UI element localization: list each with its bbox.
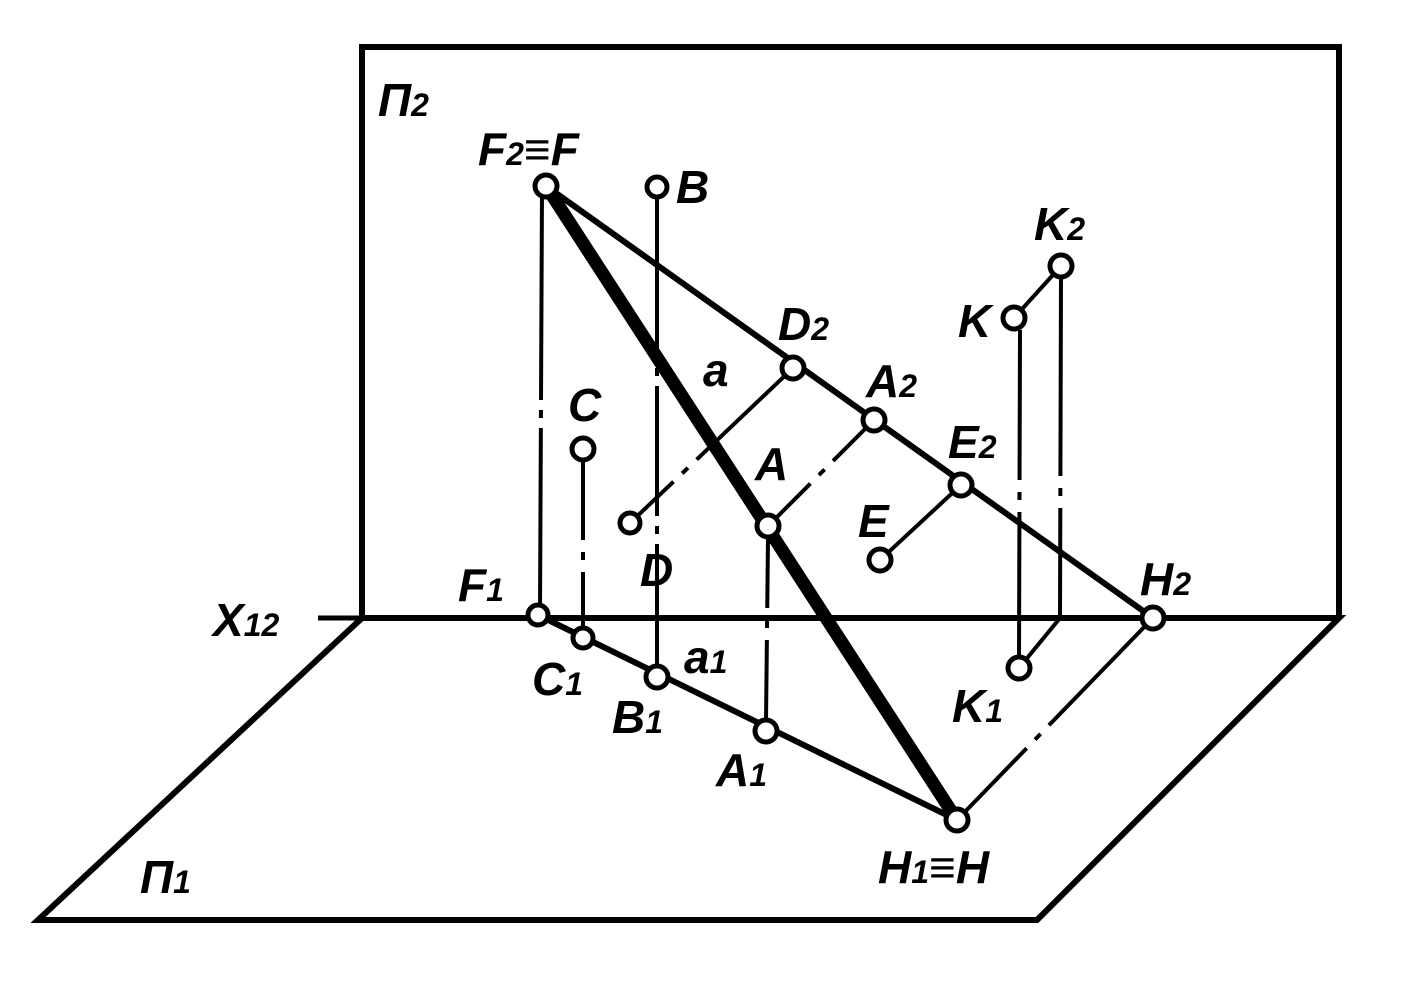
label-h2: H2 [1140,553,1191,605]
label-f1: F1 [458,559,504,611]
point-c [569,435,597,463]
label-d2: D2 [778,298,829,350]
point-e [866,546,894,574]
label-e: E [858,495,890,547]
label-f2-equiv-f: F2≡F [478,123,581,175]
label-b: B [676,161,709,213]
label-axis-x12: X12 [210,594,279,646]
label-k2: K2 [1034,198,1085,250]
point-k2 [1047,252,1075,280]
line-fh-thick [539,179,964,827]
label-k: K [958,295,994,347]
connector-f [538,189,544,613]
planes [30,44,1347,923]
point-d [617,510,643,536]
point-e2 [947,471,975,499]
label-a-line: a [703,344,729,396]
label-plane-p2: П2 [378,74,429,126]
label-a1-line: a1 [684,631,727,683]
label-a1: A1 [715,744,767,796]
labels: П2 П1 X12 F2≡F B K2 K D2 a A2 C E2 A E D… [140,74,1191,903]
horizontal-plane-p1 [30,615,1347,923]
point-k [1000,304,1028,332]
point-b [644,174,670,200]
point-a1 [752,717,780,745]
point-b1 [643,663,671,691]
point-k1 [1005,654,1033,682]
label-k1: K1 [952,680,1003,732]
point-c1 [570,625,596,651]
point-f1 [525,602,551,628]
connector-a [764,537,770,723]
label-plane-p1: П1 [140,851,191,903]
frontal-plane-p2 [359,44,1342,618]
connector-k [1017,329,1022,659]
triangle-edges [535,179,1156,827]
label-c: C [568,379,602,431]
point-a [754,512,782,540]
connector-h-h2 [955,616,1155,822]
connector-e-e2 [878,483,963,562]
connector-k2 [1058,275,1063,619]
projection-connectors [538,189,1063,723]
point-d2 [779,354,807,382]
label-c1: C1 [532,653,583,705]
line-f2-h2 [543,183,1156,621]
point-f2 [532,172,560,200]
label-d: D [640,544,673,596]
label-a2: A2 [865,355,917,407]
line-f1-h1 [535,612,960,823]
point-a2 [860,406,888,434]
point-h1 [943,806,971,834]
label-b1: B1 [612,691,663,743]
points [525,172,1167,834]
label-h1-equiv-h: H1≡H [878,841,990,893]
label-a: A [754,438,788,490]
connector-a-a2 [766,418,876,528]
label-e2: E2 [948,416,997,468]
point-h2 [1139,604,1167,632]
